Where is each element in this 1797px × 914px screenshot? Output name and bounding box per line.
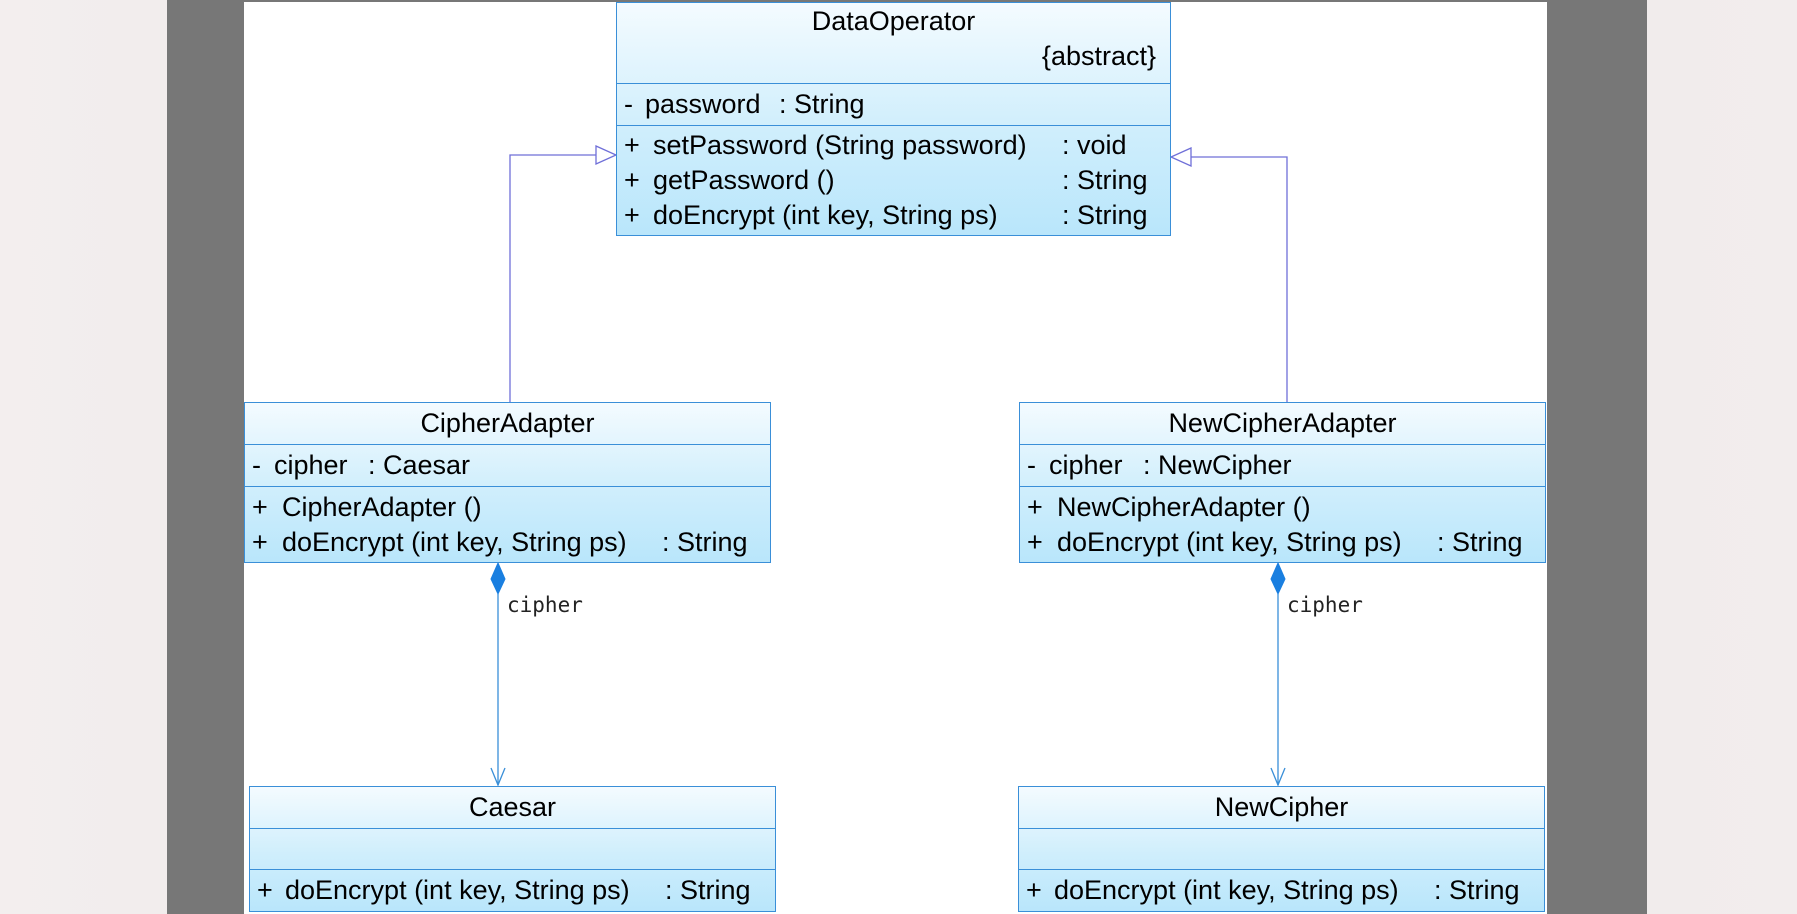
class-new-cipher-adapter[interactable]: NewCipherAdapter - cipher : NewCipher + … [1019, 402, 1546, 563]
visibility-marker: - [624, 89, 633, 119]
generalization-line-left [509, 154, 596, 402]
operation-signature: doEncrypt (int key, String ps) [1057, 527, 1402, 557]
operation-signature: CipherAdapter () [282, 492, 482, 522]
attribute-compartment: - cipher : NewCipher [1020, 444, 1545, 486]
class-name: NewCipher [1214, 792, 1349, 822]
operation-row: + doEncrypt (int key, String ps) : Strin… [1019, 873, 1544, 908]
visibility-marker: + [257, 875, 273, 905]
class-header: NewCipherAdapter [1020, 403, 1545, 444]
attribute-row: - password : String [617, 87, 1170, 122]
visibility-marker: - [1027, 450, 1036, 480]
attribute-row: - cipher : Caesar [245, 448, 770, 483]
attribute-name: cipher [1049, 450, 1123, 480]
class-name: Caesar [468, 792, 557, 822]
operation-compartment: + CipherAdapter () + doEncrypt (int key,… [245, 486, 770, 562]
visibility-marker: + [624, 165, 640, 195]
operation-compartment: + NewCipherAdapter () + doEncrypt (int k… [1020, 486, 1545, 562]
visibility-marker: + [624, 200, 640, 230]
visibility-marker: + [624, 130, 640, 160]
operation-row: + getPassword () : String [617, 163, 1170, 198]
operation-compartment: + doEncrypt (int key, String ps) : Strin… [1019, 869, 1544, 911]
operation-signature: doEncrypt (int key, String ps) [653, 200, 998, 230]
attribute-type: : Caesar [368, 450, 471, 480]
operation-return-type: : void [1062, 130, 1127, 160]
generalization-line-right [1191, 156, 1288, 402]
attribute-type: : String [779, 89, 865, 119]
attribute-compartment [250, 828, 775, 869]
operation-return-type: : String [662, 527, 748, 557]
attribute-type: : NewCipher [1143, 450, 1292, 480]
class-stereotype: {abstract} [1041, 41, 1156, 71]
attribute-name: cipher [274, 450, 348, 480]
class-caesar[interactable]: Caesar + doEncrypt (int key, String ps) … [249, 786, 776, 912]
composition-diamond-right [1270, 561, 1286, 596]
operation-return-type: : String [1437, 527, 1523, 557]
attribute-compartment: - cipher : Caesar [245, 444, 770, 486]
visibility-marker: + [252, 527, 268, 557]
class-name: NewCipherAdapter [1168, 408, 1397, 438]
visibility-marker: + [1027, 527, 1043, 557]
operation-row: + NewCipherAdapter () [1020, 490, 1545, 525]
operation-signature: NewCipherAdapter () [1057, 492, 1311, 522]
navigability-arrow-left [490, 767, 506, 787]
visibility-marker: + [1027, 492, 1043, 522]
role-label-left: cipher [507, 593, 583, 617]
class-new-cipher[interactable]: NewCipher + doEncrypt (int key, String p… [1018, 786, 1545, 912]
generalization-arrowhead-left [595, 144, 618, 166]
operation-signature: doEncrypt (int key, String ps) [1054, 875, 1399, 905]
visibility-marker: - [252, 450, 261, 480]
operation-compartment: + setPassword (String password) : void +… [617, 125, 1170, 235]
operation-row: + CipherAdapter () [245, 490, 770, 525]
visibility-marker: + [1026, 875, 1042, 905]
visibility-marker: + [252, 492, 268, 522]
class-header: CipherAdapter [245, 403, 770, 444]
operation-row: + doEncrypt (int key, String ps) : Strin… [617, 198, 1170, 233]
navigability-arrow-right [1270, 767, 1286, 787]
class-data-operator[interactable]: DataOperator {abstract} - password : Str… [616, 2, 1171, 236]
operation-return-type: : String [1434, 875, 1520, 905]
operation-signature: getPassword () [653, 165, 835, 195]
class-header: DataOperator {abstract} [617, 3, 1170, 83]
class-cipher-adapter[interactable]: CipherAdapter - cipher : Caesar + Cipher… [244, 402, 771, 563]
class-name: CipherAdapter [420, 408, 595, 438]
class-header: NewCipher [1019, 787, 1544, 828]
attribute-compartment [1019, 828, 1544, 869]
generalization-arrowhead-right [1169, 146, 1192, 168]
operation-row: + setPassword (String password) : void [617, 128, 1170, 163]
operation-signature: doEncrypt (int key, String ps) [285, 875, 630, 905]
operation-return-type: : String [1062, 165, 1148, 195]
operation-row: + doEncrypt (int key, String ps) : Strin… [250, 873, 775, 908]
operation-signature: setPassword (String password) [653, 130, 1027, 160]
operation-row: + doEncrypt (int key, String ps) : Strin… [1020, 525, 1545, 560]
class-header: Caesar [250, 787, 775, 828]
role-label-right: cipher [1287, 593, 1363, 617]
operation-return-type: : String [665, 875, 751, 905]
composition-diamond-left [490, 561, 506, 596]
operation-return-type: : String [1062, 200, 1148, 230]
attribute-compartment: - password : String [617, 83, 1170, 125]
operation-signature: doEncrypt (int key, String ps) [282, 527, 627, 557]
operation-compartment: + doEncrypt (int key, String ps) : Strin… [250, 869, 775, 911]
class-name: DataOperator [811, 6, 976, 36]
attribute-row: - cipher : NewCipher [1020, 448, 1545, 483]
attribute-name: password [645, 89, 761, 119]
operation-row: + doEncrypt (int key, String ps) : Strin… [245, 525, 770, 560]
